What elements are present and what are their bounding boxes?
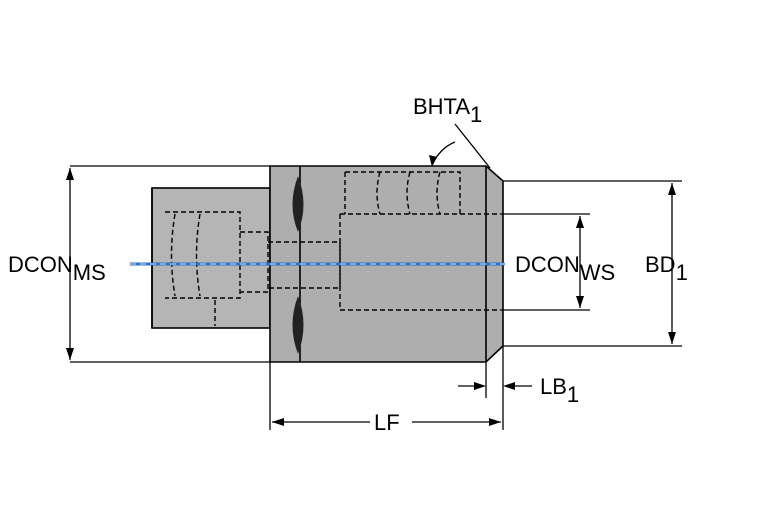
dim-dcon-ms xyxy=(66,165,270,363)
label-dcon-ws: DCONWS xyxy=(515,252,615,285)
label-bd: BD1 xyxy=(645,252,688,285)
drive-slot-top xyxy=(292,176,304,232)
drive-slot-bottom xyxy=(292,296,304,354)
label-lb: LB1 xyxy=(540,374,579,407)
label-dcon-ms: DCONMS xyxy=(8,252,106,285)
label-lf: LF xyxy=(374,410,400,435)
dim-bd xyxy=(503,180,682,347)
label-bhta: BHTA1 xyxy=(413,94,482,127)
dim-dcon-ws xyxy=(500,213,590,311)
dim-lb xyxy=(458,362,532,398)
hidden-lines xyxy=(165,171,500,326)
shank-body xyxy=(151,187,271,329)
shank xyxy=(151,187,271,329)
dim-bhta xyxy=(429,123,491,169)
